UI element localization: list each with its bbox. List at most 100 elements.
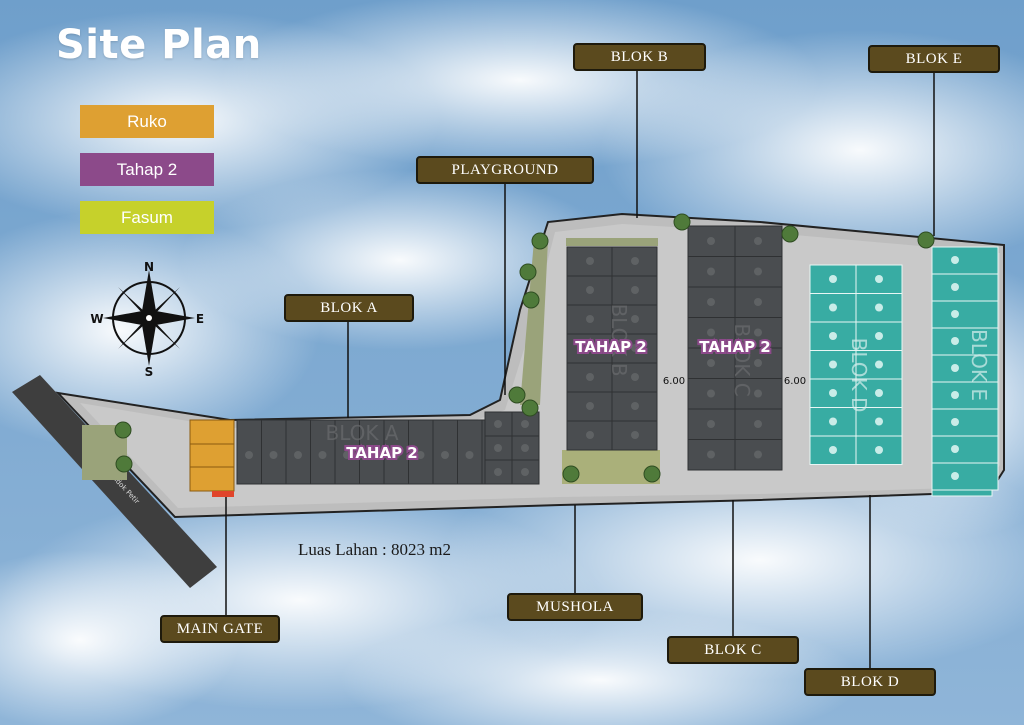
lot-marker-blok-c xyxy=(754,450,762,459)
compass-e: E xyxy=(196,312,204,326)
lot-marker-blok-a xyxy=(465,451,474,459)
lot-blok-e xyxy=(931,381,999,410)
lot-marker-blok-a xyxy=(392,451,400,459)
lot-marker-blok-a xyxy=(494,420,502,428)
watermark-blok-a: BLOK A xyxy=(325,421,398,445)
callout-playground: PLAYGROUND xyxy=(416,156,594,184)
lot-marker-blok-a xyxy=(521,420,529,428)
lot-marker-blok-c xyxy=(754,298,762,306)
tahap-label-blok-b: TAHAP 2 xyxy=(575,338,647,356)
lot-marker-blok-e xyxy=(951,256,959,264)
lot-marker-blok-c xyxy=(754,328,762,337)
lot-blok-e xyxy=(931,462,999,491)
lot-marker-blok-b xyxy=(631,373,639,381)
lot-marker-blok-b xyxy=(631,344,639,352)
lot-blok-e xyxy=(931,273,999,302)
mushola-area xyxy=(562,450,660,484)
callout-blok-d: BLOK D xyxy=(804,668,936,696)
callout-mushola: MUSHOLA xyxy=(507,593,643,621)
lot-marker-blok-b xyxy=(631,402,639,410)
tree-icon xyxy=(562,465,580,483)
lot-marker-blok-e xyxy=(951,364,959,372)
lot-marker-blok-d xyxy=(875,275,883,283)
tree-icon xyxy=(522,291,540,309)
lot-marker-blok-d xyxy=(829,360,837,369)
lot-marker-blok-b xyxy=(631,431,639,439)
lot-marker-blok-b xyxy=(631,286,639,294)
tree-icon xyxy=(115,455,133,473)
lot-marker-blok-d xyxy=(829,332,837,340)
lot-blok-e-edge xyxy=(931,489,993,497)
compass-n: N xyxy=(144,260,154,274)
compass-s: S xyxy=(145,365,154,379)
lot-marker-blok-a xyxy=(521,444,529,452)
legend-ruko: Ruko xyxy=(80,105,214,138)
page-title: Site Plan xyxy=(56,22,262,68)
leader-lines xyxy=(225,71,935,668)
lot-marker-blok-a xyxy=(494,444,502,452)
tree-icon xyxy=(114,421,132,439)
lot-marker-blok-e xyxy=(951,310,959,318)
lot-marker-blok-e xyxy=(951,418,959,426)
lot-marker-blok-c xyxy=(707,267,715,276)
green-strip-blok-b xyxy=(566,238,658,246)
lot-marker-blok-b xyxy=(586,286,594,294)
lot-marker-blok-a xyxy=(343,451,351,459)
lot-marker-blok-c xyxy=(707,298,715,306)
watermark-blok-b: BLOK B xyxy=(607,303,631,376)
callout-blok-c: BLOK C xyxy=(667,636,799,664)
lot-blok-e xyxy=(931,354,999,383)
tree-icon xyxy=(781,225,799,243)
callout-main-gate: MAIN GATE xyxy=(160,615,280,643)
lot-marker-blok-d xyxy=(829,389,837,397)
lot-marker-blok-d xyxy=(875,417,883,426)
trees-layer xyxy=(114,213,935,483)
watermark-blok-d: BLOK D xyxy=(847,338,871,413)
lot-marker-blok-e xyxy=(951,391,959,399)
lot-marker-blok-b xyxy=(586,373,594,381)
lot-marker-blok-e xyxy=(951,337,959,345)
lot-marker-blok-d xyxy=(875,360,883,369)
land-area-text: Luas Lahan : 8023 m2 xyxy=(298,540,451,559)
lot-marker-blok-c xyxy=(754,267,762,276)
tree-icon xyxy=(508,386,526,404)
road-width-bc: 6.00 xyxy=(663,376,685,387)
lot-blok-e xyxy=(931,300,999,329)
lot-marker-blok-d xyxy=(875,389,883,397)
legend-tahap-2: Tahap 2 xyxy=(80,153,214,186)
lot-marker-blok-d xyxy=(829,417,837,426)
lot-blok-b xyxy=(566,420,613,451)
lot-marker-blok-a xyxy=(416,451,425,459)
lot-marker-blok-c xyxy=(707,328,715,337)
lot-blok-a-corner xyxy=(484,459,513,485)
tahap-label-blok-c: TAHAP 2 xyxy=(699,338,771,356)
lot-marker-blok-d xyxy=(875,446,883,454)
lot-marker-blok-b xyxy=(586,315,594,323)
green-strip-playground xyxy=(520,240,548,405)
lot-marker-blok-d xyxy=(875,303,883,312)
lot-marker-blok-c xyxy=(754,237,762,245)
lot-marker-blok-a xyxy=(494,468,502,476)
callout-blok-b: BLOK B xyxy=(573,43,706,71)
lot-marker-blok-a xyxy=(441,451,449,459)
tree-icon xyxy=(917,231,935,249)
lot-marker-blok-d xyxy=(829,303,837,312)
lot-marker-blok-c xyxy=(707,420,715,428)
lot-marker-blok-c xyxy=(754,420,762,428)
lot-marker-blok-b xyxy=(631,315,639,323)
lot-marker-blok-c xyxy=(754,389,762,398)
lot-marker-blok-a xyxy=(294,451,302,459)
tree-icon xyxy=(643,465,661,483)
lot-marker-blok-c xyxy=(707,389,715,398)
tahap-label-blok-a: TAHAP 2 xyxy=(346,444,418,462)
lot-marker-blok-a xyxy=(318,451,327,459)
lot-marker-blok-d xyxy=(875,332,883,340)
lot-marker-blok-b xyxy=(631,257,639,265)
lot-blok-e xyxy=(931,408,999,437)
watermark-blok-e: BLOK E xyxy=(967,329,991,401)
lot-marker-blok-d xyxy=(829,446,837,454)
compass-rose-icon: N S W E xyxy=(90,260,204,379)
lot-marker-blok-b xyxy=(586,431,594,439)
lots-layer xyxy=(236,225,999,497)
